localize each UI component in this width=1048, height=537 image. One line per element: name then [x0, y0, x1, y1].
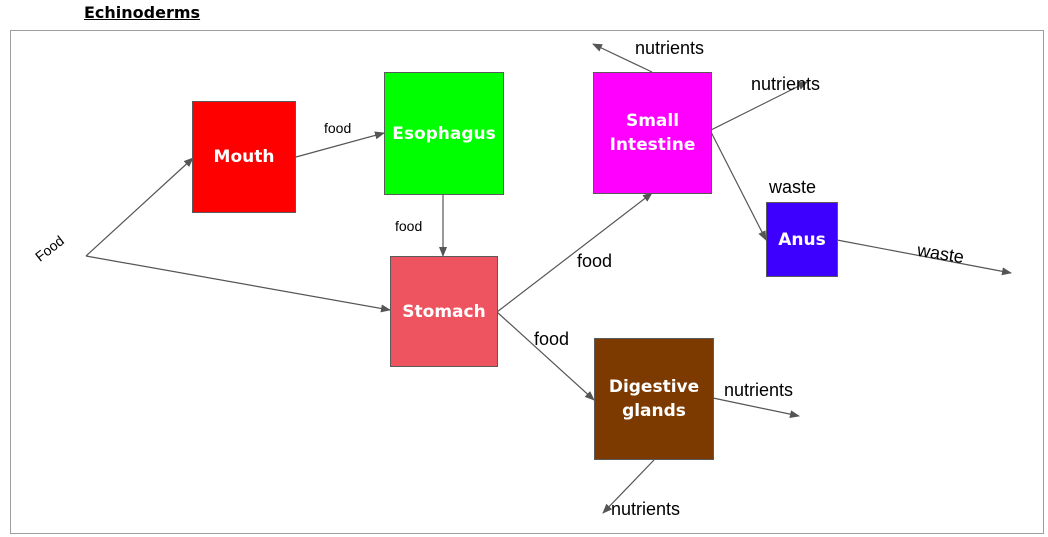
label-small-intestine-right: nutrients [751, 74, 821, 94]
arrow-stomach-to-digestive-glands [496, 311, 595, 401]
arrow-food-to-mouth [85, 157, 194, 257]
arrow-stomach-to-small-intestine [496, 192, 653, 313]
arrow-anus-out [836, 239, 1012, 276]
node-mouth: Mouth [192, 101, 296, 213]
label-mouth-to-esophagus: food [324, 120, 352, 136]
label-small-intestine-up: nutrients [635, 38, 705, 58]
label-esophagus-to-stomach: food [395, 218, 423, 234]
label-digestive-glands-down: nutrients [611, 499, 681, 519]
node-anus: Anus [766, 202, 838, 277]
arrow-small-intestine-to-anus [710, 131, 767, 241]
node-digestive-glands: Digestive glands [594, 338, 714, 460]
diagram-frame [10, 30, 1044, 534]
label-stomach-to-digestive-glands: food [534, 329, 570, 349]
node-esophagus: Esophagus [384, 72, 504, 195]
label-small-intestine-to-anus: waste [769, 177, 817, 197]
label-digestive-glands-right: nutrients [724, 380, 794, 400]
arrow-small-intestine-up [592, 43, 653, 73]
arrow-digestive-glands-right [712, 397, 800, 419]
arrow-mouth-to-esophagus [295, 131, 385, 158]
diagram-title: Echinoderms [84, 3, 201, 22]
arrow-digestive-glands-down [602, 459, 655, 514]
label-stomach-to-small-intestine: food [577, 251, 613, 271]
arrow-food-to-stomach [85, 255, 391, 313]
node-small-intestine: Small Intestine [593, 72, 712, 194]
arrow-small-intestine-right [710, 81, 808, 131]
node-stomach: Stomach [390, 256, 498, 367]
